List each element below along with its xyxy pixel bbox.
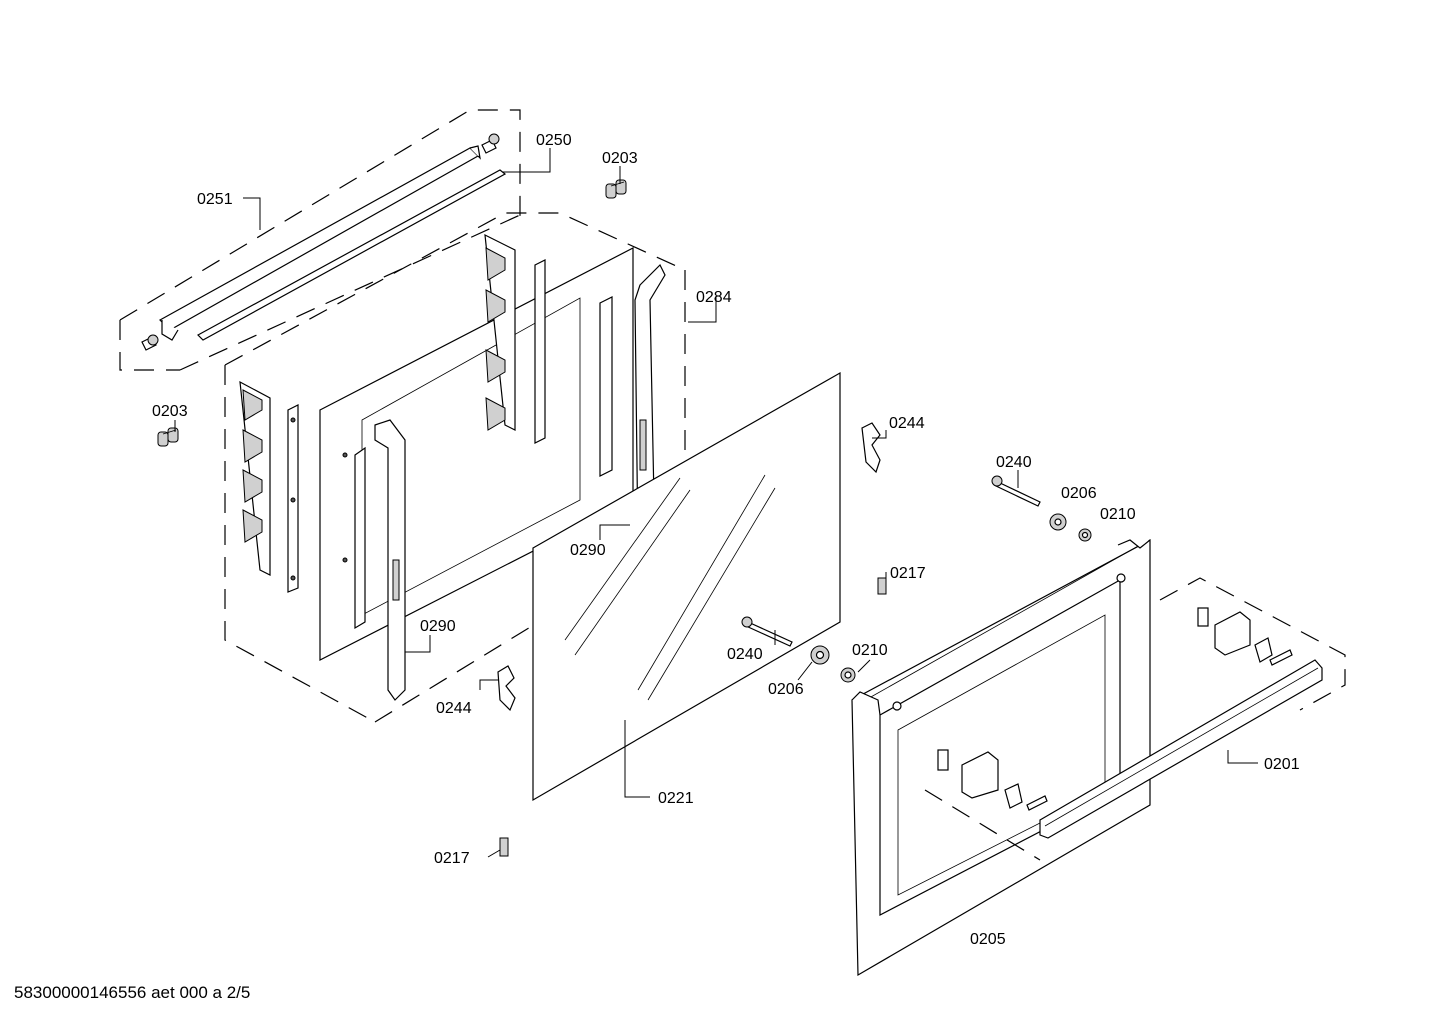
glass-panel <box>532 371 841 802</box>
label-0251: 0251 <box>197 191 233 208</box>
label-0290-a: 0290 <box>570 542 606 559</box>
nut-icon <box>1078 528 1092 542</box>
washer-icon <box>1049 513 1067 531</box>
label-0203-left: 0203 <box>152 403 188 420</box>
screw-icon <box>141 334 159 351</box>
label-0206-mid: 0206 <box>768 681 804 698</box>
label-0205: 0205 <box>970 931 1006 948</box>
hinge-part <box>374 419 406 701</box>
leader-lines <box>174 148 1258 858</box>
label-0244-left: 0244 <box>436 700 472 717</box>
label-0210-mid: 0210 <box>852 642 888 659</box>
outer-door <box>851 538 1151 977</box>
label-0221: 0221 <box>658 790 694 807</box>
screw-icon <box>481 133 500 154</box>
label-0284: 0284 <box>696 289 732 306</box>
label-0240-mid: 0240 <box>727 646 763 663</box>
label-0210-top: 0210 <box>1100 506 1136 523</box>
pad-icon <box>499 837 509 857</box>
label-0203-top: 0203 <box>602 150 638 167</box>
washer-icon <box>810 645 830 665</box>
label-0290-b: 0290 <box>420 618 456 635</box>
top-trim-assembly <box>119 109 521 371</box>
label-0244-right: 0244 <box>889 415 925 432</box>
bolt-icon <box>991 475 1041 507</box>
bolt-icon <box>741 616 793 647</box>
nut-icon <box>840 667 856 683</box>
part-labels: 0250 0203 0251 0284 0203 0244 0240 0206 … <box>152 132 1300 948</box>
pad-icon <box>877 577 887 595</box>
label-0217-right: 0217 <box>890 565 926 582</box>
drawing-id: 58300000146556 aet 000 a 2/5 <box>14 983 250 1002</box>
label-0217-left: 0217 <box>434 850 470 867</box>
clip-icon <box>497 665 516 712</box>
label-0201: 0201 <box>1264 756 1300 773</box>
clip-icon <box>861 422 881 474</box>
hinge-clip-icon <box>605 179 627 199</box>
label-0206-top: 0206 <box>1061 485 1097 502</box>
label-0240-top: 0240 <box>996 454 1032 471</box>
handle-assembly <box>924 577 1346 861</box>
label-0250: 0250 <box>536 132 572 149</box>
